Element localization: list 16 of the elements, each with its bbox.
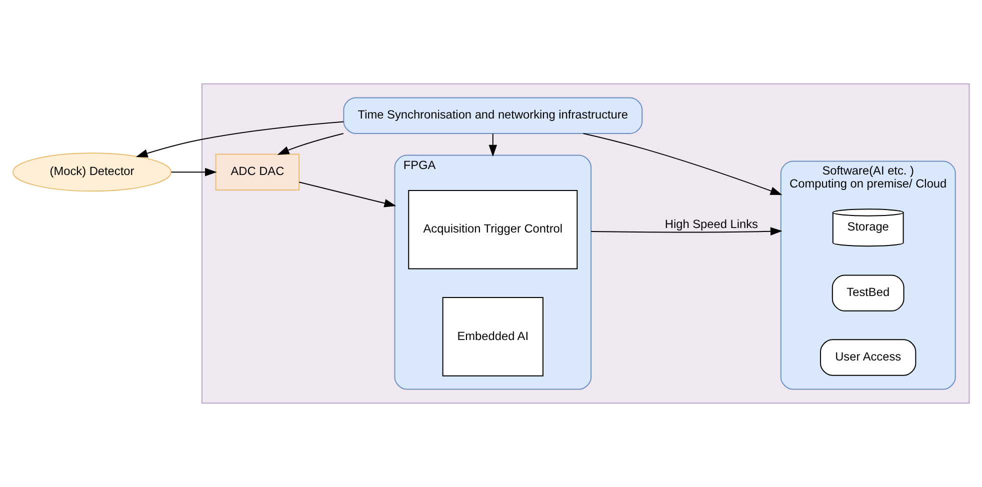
cluster — [201, 83, 970, 404]
node-box: TestBed — [832, 274, 904, 312]
arrow — [298, 182, 396, 208]
node-box: Time Synchronisation and networking infrastructure — [343, 97, 643, 134]
node-box: User Access — [820, 339, 916, 376]
node-ellipse: (Mock) Detector — [12, 152, 172, 192]
node-box: Embedded AI — [442, 297, 544, 376]
edge-label: High Speed Links — [664, 217, 758, 232]
arrow — [170, 168, 217, 176]
node-box: ADC DAC — [215, 154, 300, 190]
node-box: Acquisition Trigger Control — [408, 190, 578, 270]
arrow — [488, 133, 498, 157]
arrow — [136, 121, 344, 158]
arrow — [590, 227, 782, 236]
arrow — [582, 133, 782, 195]
arrow — [277, 133, 344, 155]
